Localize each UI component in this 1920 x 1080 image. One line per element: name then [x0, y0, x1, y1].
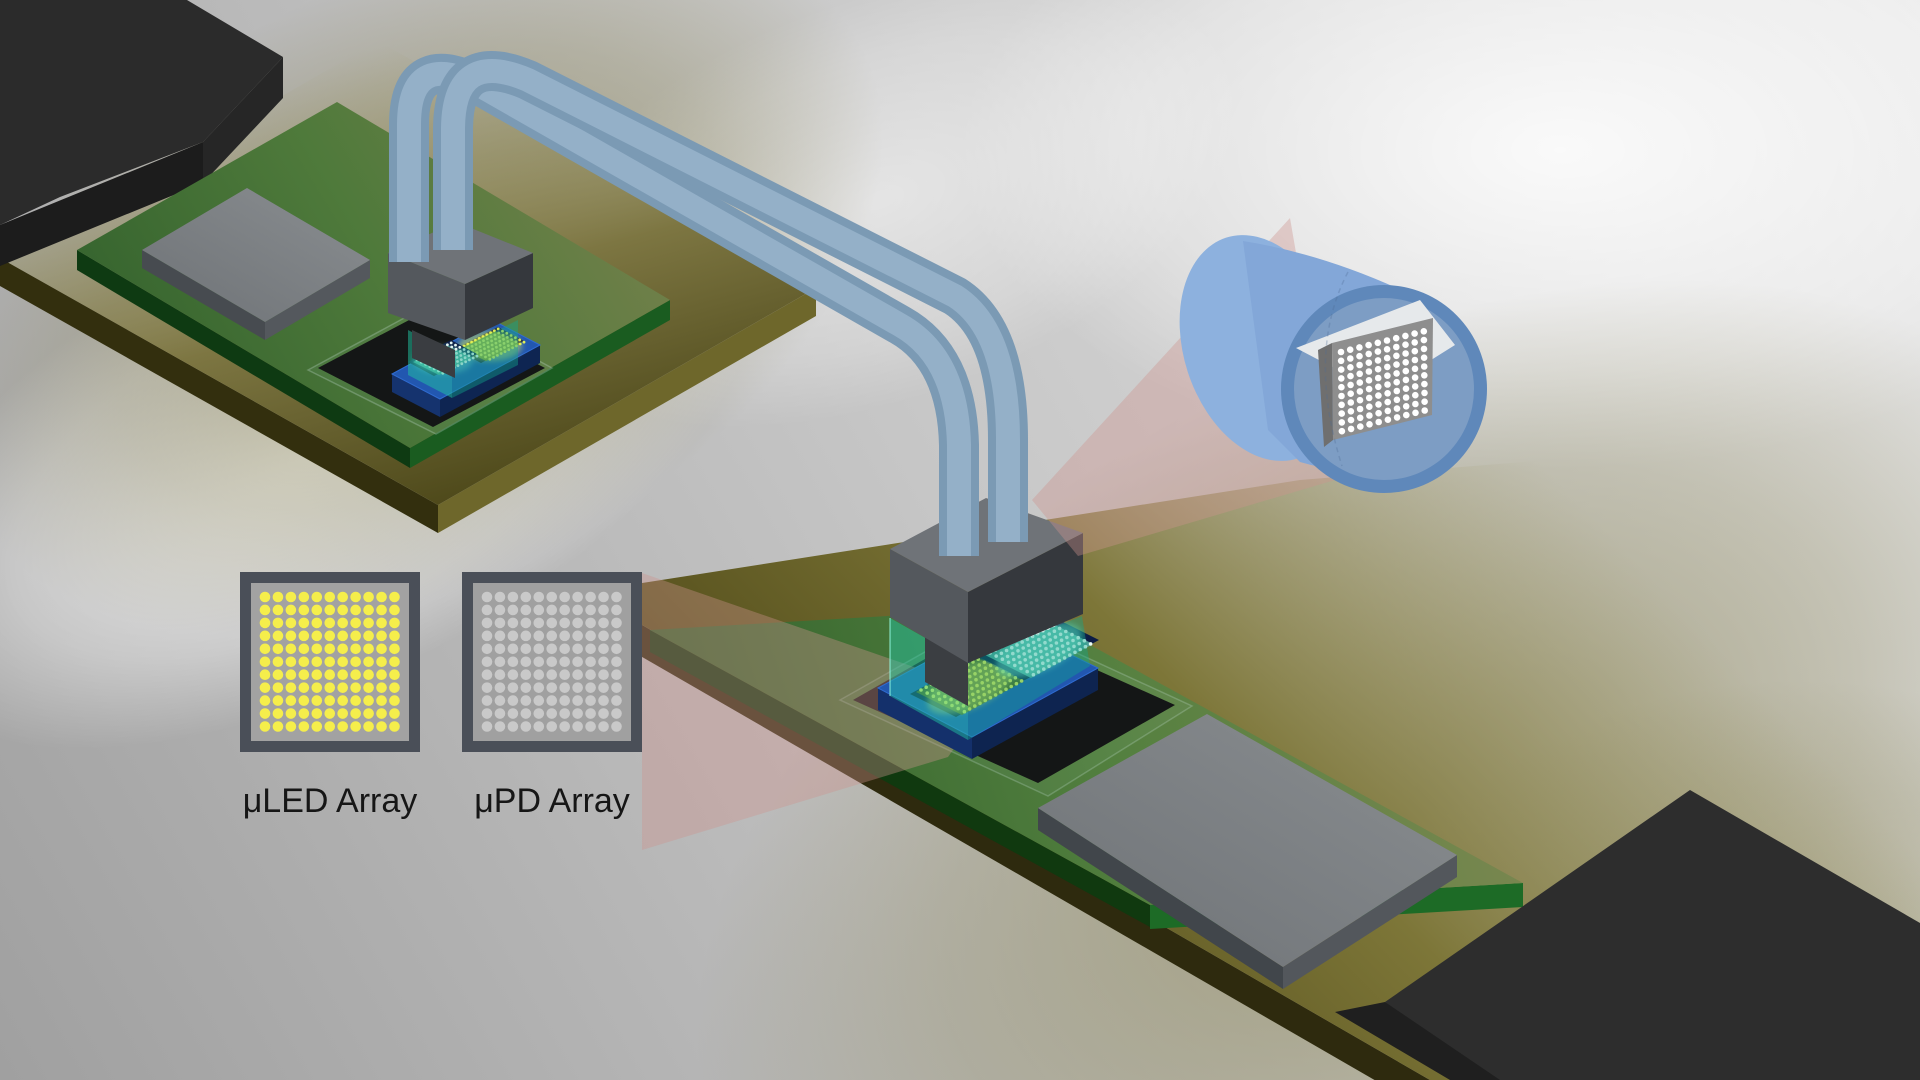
left-component-side-right [265, 260, 370, 340]
corner-block-top-left-front [0, 142, 203, 266]
left-carrier-side-front [392, 374, 440, 417]
fiber-tube-front-core [397, 61, 971, 556]
upd-array-inset [462, 572, 642, 752]
central-uled-glow [927, 659, 1013, 715]
upd-inset-dot-grid [481, 591, 622, 732]
fiber-bundle-cross-section [1179, 235, 1487, 493]
central-component-side-front [1038, 808, 1283, 989]
uled-array-label: μLED Array [243, 782, 418, 820]
fiber-plate-dot-grid [1337, 328, 1428, 435]
central-pcb-side-front [650, 630, 1150, 927]
left-probe-head-front [388, 253, 465, 340]
inset-callout-beam [642, 573, 992, 850]
fiber-tubes [389, 51, 1028, 556]
central-probe-head-side [968, 533, 1083, 663]
central-carrier-side-front [878, 688, 972, 759]
upd-array-label: μPD Array [474, 782, 630, 820]
left-uled-dot-grid [462, 327, 526, 361]
fiber-tube-back-core [441, 59, 1020, 542]
corner-block-top-left-side [203, 57, 283, 183]
central-probe-head-front [890, 549, 968, 663]
central-probe-head-top [890, 498, 1083, 592]
left-component-side-front [142, 250, 265, 340]
uled-inset-dot-grid [259, 591, 400, 732]
central-component-side-right [1283, 855, 1457, 989]
left-light-column-side [452, 320, 518, 398]
uled-array-inset [240, 572, 420, 752]
left-substrate-side-right [438, 288, 816, 533]
left-carrier-side-right [440, 345, 540, 417]
left-pcb-side-front [77, 250, 410, 468]
left-probe-nozzle [412, 330, 455, 378]
central-upd-glow [996, 622, 1082, 678]
left-component-top [142, 188, 370, 322]
central-component-top [1038, 714, 1457, 967]
corner-block-bottom-right-top [1385, 790, 1920, 1080]
cylinder-seam-line [1324, 271, 1349, 467]
central-carrier-side-right [972, 668, 1098, 759]
corner-block-bottom-right [1335, 790, 1920, 1080]
central-light-column-side [968, 616, 1090, 740]
left-module [0, 0, 816, 533]
left-pcb-side-right [410, 300, 670, 468]
corner-block-top-left-top [0, 0, 283, 225]
left-substrate-side-front [0, 258, 438, 533]
fiber-plate-edge [1318, 343, 1333, 447]
left-probe-head-side [465, 253, 533, 340]
